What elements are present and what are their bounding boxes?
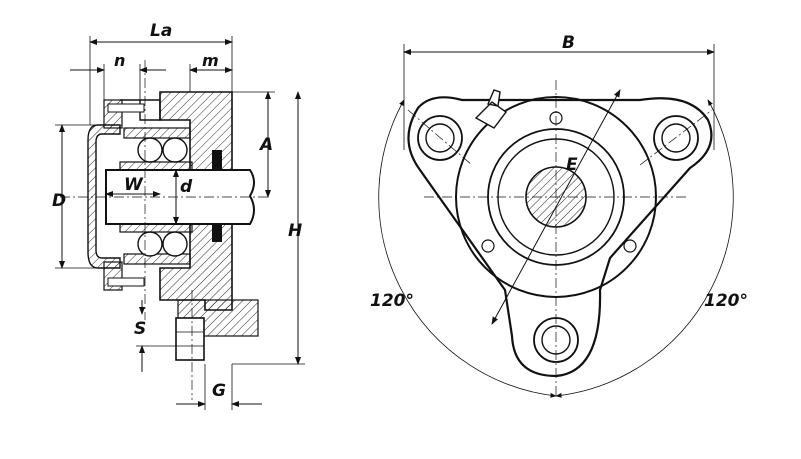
right-dimensions — [403, 44, 715, 150]
nut — [175, 317, 205, 361]
front-view — [378, 80, 734, 398]
set-screw-2 — [212, 224, 222, 242]
label-A: A — [258, 135, 273, 155]
label-G: G — [212, 381, 226, 401]
screw-top — [107, 103, 145, 113]
label-angle-right: 120° — [704, 291, 748, 311]
label-m: m — [202, 51, 219, 70]
label-D: D — [52, 191, 66, 211]
label-S: S — [134, 319, 146, 339]
end-cap — [87, 124, 121, 269]
ball-4 — [162, 231, 188, 257]
section-view — [60, 60, 270, 400]
label-La: La — [150, 21, 172, 41]
ball-2 — [162, 137, 188, 163]
label-H: H — [288, 221, 302, 241]
shaft — [105, 169, 255, 225]
label-B: B — [562, 33, 575, 53]
label-d: d — [180, 177, 193, 197]
set-screw — [212, 150, 222, 170]
ball-1 — [137, 137, 163, 163]
housing-body — [120, 99, 161, 121]
ball-3 — [137, 231, 163, 257]
label-E: E — [566, 155, 578, 175]
label-W: W — [124, 175, 144, 195]
bearing-outer-ring-top — [123, 127, 191, 139]
screw-hole-3 — [623, 239, 637, 253]
label-angle-left: 120° — [370, 291, 414, 311]
label-n: n — [114, 51, 125, 70]
left-dimensions — [55, 36, 305, 410]
screw-bottom — [107, 277, 145, 287]
inner-ring-bottom — [119, 223, 193, 233]
inner-ring-top — [119, 161, 193, 171]
